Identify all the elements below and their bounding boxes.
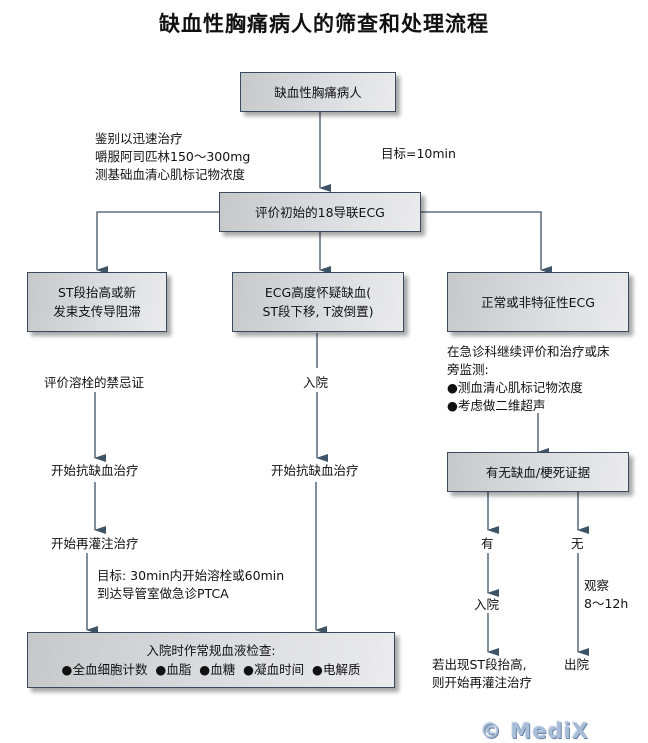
node-normal-ecg: 正常或非特征性ECG bbox=[447, 272, 629, 332]
blood-tests-heading: 入院时作常规血液检查: bbox=[146, 643, 276, 658]
if-st-elevation: 若出现ST段抬高, 则开始再灌注治疗 bbox=[432, 657, 533, 690]
node-start-label: 缺血性胸痛病人 bbox=[274, 84, 362, 100]
er-monitor: 在急诊科继续评价和治疗或床 旁监测: ●测血清心肌标记物浓度 ●考虑做二维超声 bbox=[447, 344, 610, 413]
diagram-title: 缺血性胸痛病人的筛查和处理流程 bbox=[159, 12, 489, 36]
observe: 观察 8～12h bbox=[584, 578, 629, 611]
goal-10min: 目标=10min bbox=[381, 146, 456, 161]
label-no: 无 bbox=[571, 536, 584, 551]
node-ecg-label: 评价初始的18导联ECG bbox=[255, 204, 385, 220]
node-start: 缺血性胸痛病人 bbox=[240, 72, 396, 112]
start-anti-ischemia-middle: 开始抗缺血治疗 bbox=[271, 463, 359, 478]
start-anti-ischemia-left: 开始抗缺血治疗 bbox=[51, 463, 139, 478]
discharge: 出院 bbox=[564, 657, 590, 672]
admit-right: 入院 bbox=[474, 597, 500, 612]
node-st-elevation: ST段抬高或新 发束支传导阻滞 bbox=[27, 272, 167, 332]
arrow-ecg-to-normal bbox=[421, 211, 552, 274]
initial-actions: 鉴别以迅速治疗 嚼服阿司匹林150～300mg 测基础血清心肌标记物浓度 bbox=[95, 131, 251, 182]
arrow-ecg-to-st bbox=[96, 211, 219, 274]
node-ecg: 评价初始的18导联ECG bbox=[219, 192, 421, 232]
node-evidence: 有无缺血/梗死证据 bbox=[447, 452, 629, 492]
blood-tests-items: ●全血细胞计数 ●血脂 ●血糖 ●凝血时间 ●电解质 bbox=[61, 662, 361, 677]
node-ecg-ischemia: ECG高度怀疑缺血( ST段下移, T波倒置) bbox=[232, 272, 404, 332]
admit-middle: 入院 bbox=[303, 375, 329, 390]
node-blood-tests: 入院时作常规血液检查: ●全血细胞计数 ●血脂 ●血糖 ●凝血时间 ●电解质 bbox=[27, 632, 395, 688]
goal-reperfusion: 目标: 30min内开始溶栓或60min 到达导管室做急诊PTCA bbox=[97, 568, 285, 601]
medix-watermark: © MediX bbox=[480, 719, 589, 743]
start-reperfusion: 开始再灌注治疗 bbox=[51, 536, 139, 551]
label-yes: 有 bbox=[481, 536, 494, 551]
eval-thrombolysis-contraindications: 评价溶栓的禁忌证 bbox=[44, 375, 145, 390]
